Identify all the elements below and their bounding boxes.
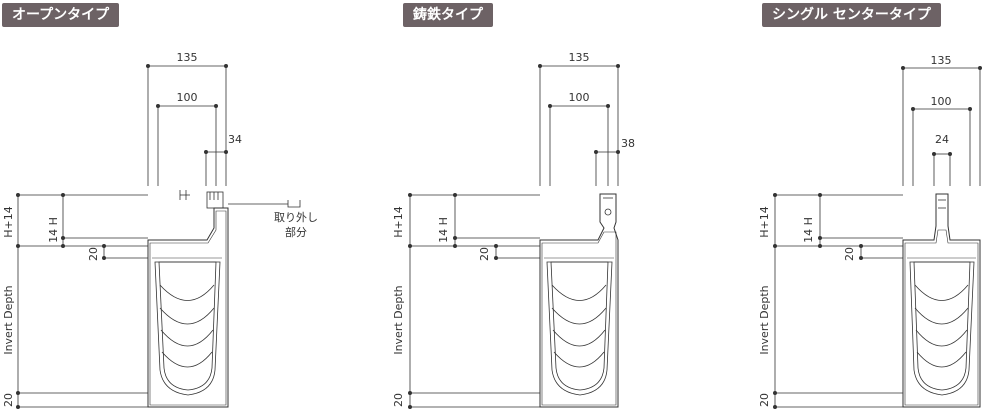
dim-14h: 14 H bbox=[437, 217, 450, 243]
dim-100: 100 bbox=[177, 91, 198, 104]
dim-invert-depth: Invert Depth bbox=[2, 285, 15, 354]
dim-135: 135 bbox=[569, 51, 590, 64]
removable-part-label-2: 部分 bbox=[285, 225, 307, 239]
dim-20-bottom: 20 bbox=[392, 393, 405, 407]
dim-135: 135 bbox=[931, 54, 952, 67]
dim-14h: 14 H bbox=[802, 217, 815, 243]
dim-20-top: 20 bbox=[843, 247, 856, 261]
dim-14h: 14 H bbox=[47, 217, 60, 243]
dim-20-top: 20 bbox=[87, 247, 100, 261]
dim-h14: H+14 bbox=[758, 206, 771, 238]
diagram-cast-iron-type: 135 100 38 H+14 14 H 20 Invert Dept bbox=[392, 51, 635, 409]
tag-cast-iron-type: 鋳鉄タイプ bbox=[403, 3, 493, 27]
dim-100: 100 bbox=[569, 91, 590, 104]
tag-open-type: オープンタイプ bbox=[2, 3, 120, 27]
dim-38: 38 bbox=[621, 137, 635, 150]
dim-h14: H+14 bbox=[392, 206, 405, 238]
dim-invert-depth: Invert Depth bbox=[392, 285, 405, 354]
dim-34: 34 bbox=[228, 133, 242, 146]
dim-20-bottom: 20 bbox=[2, 393, 15, 407]
dim-20-bottom: 20 bbox=[758, 393, 771, 407]
removable-part-label-1: 取り外し bbox=[274, 211, 318, 224]
dim-24: 24 bbox=[935, 133, 949, 146]
dim-h14: H+14 bbox=[2, 206, 15, 238]
dim-100: 100 bbox=[931, 95, 952, 108]
dim-invert-depth: Invert Depth bbox=[758, 285, 771, 354]
diagram-open-type: 135 100 34 H+14 14 H 20 Invert bbox=[2, 51, 318, 409]
tag-single-center-type: シングル センタータイプ bbox=[762, 3, 941, 27]
dim-135: 135 bbox=[177, 51, 198, 64]
dim-20-top: 20 bbox=[478, 247, 491, 261]
diagram-single-center-type: 135 100 24 H+14 14 H 20 Invert bbox=[758, 54, 982, 409]
